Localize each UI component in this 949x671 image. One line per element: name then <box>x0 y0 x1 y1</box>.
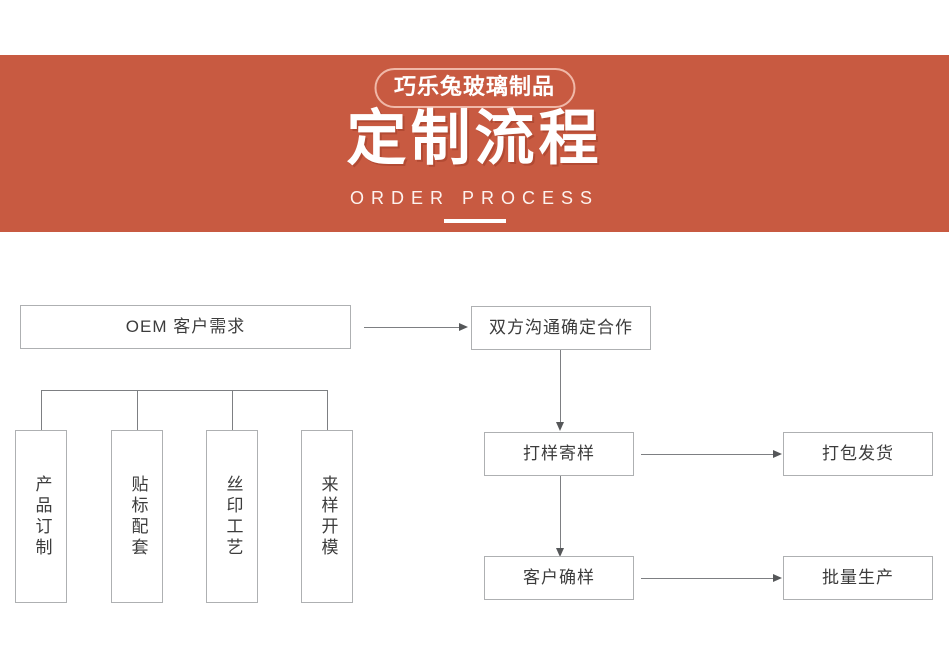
flow-node-sample-making: 打样寄样 <box>484 432 634 476</box>
flow-node-mass-production: 批量生产 <box>783 556 933 600</box>
connector-confirm-to-production <box>641 578 774 579</box>
arrowhead-oem-to-agreement <box>459 323 468 331</box>
arrowhead-sample-to-shipping <box>773 450 782 458</box>
arrowhead-sample-to-confirm <box>556 548 564 557</box>
title-divider <box>443 219 506 223</box>
arrowhead-confirm-to-production <box>773 574 782 582</box>
branch-stem-1 <box>41 390 42 430</box>
flow-branch-screen-printing: 丝印工艺 <box>206 430 258 603</box>
brand-badge: 巧乐兔玻璃制品 <box>373 68 576 108</box>
flow-node-oem-demand: OEM 客户需求 <box>20 305 351 349</box>
connector-sample-to-shipping <box>641 454 774 455</box>
process-flowchart: OEM 客户需求 双方沟通确定合作 打样寄样 打包发货 客户确样 批量生产 <box>0 232 949 671</box>
arrowhead-agreement-to-sample <box>556 422 564 431</box>
flow-node-packing-shipping: 打包发货 <box>783 432 933 476</box>
flow-branch-labeling-matching: 贴标配套 <box>111 430 163 603</box>
branch-stem-4 <box>327 390 328 430</box>
connector-sample-to-confirm <box>560 476 561 549</box>
connector-agreement-to-sample <box>560 350 561 423</box>
header-banner: 巧乐兔玻璃制品 定制流程 ORDER PROCESS <box>0 55 949 232</box>
branch-stem-3 <box>232 390 233 430</box>
flow-branch-product-customization: 产品订制 <box>15 430 67 603</box>
branch-bracket-horizontal <box>41 390 328 391</box>
flow-node-mutual-agreement: 双方沟通确定合作 <box>471 306 651 350</box>
page-title: 定制流程 <box>346 105 603 172</box>
page-subtitle: ORDER PROCESS <box>349 188 600 208</box>
connector-oem-to-agreement <box>364 327 460 328</box>
flow-node-customer-confirm: 客户确样 <box>484 556 634 600</box>
flow-branch-sample-molding: 来样开模 <box>301 430 353 603</box>
branch-stem-2 <box>137 390 138 430</box>
